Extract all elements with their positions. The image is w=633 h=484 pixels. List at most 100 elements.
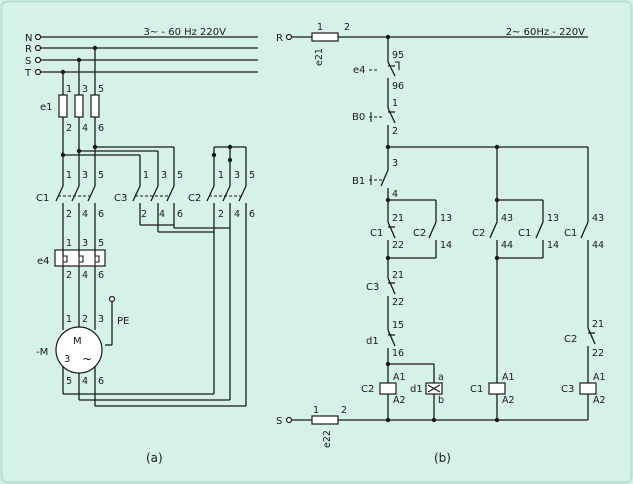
svg-text:2: 2 bbox=[341, 405, 347, 416]
svg-text:B0: B0 bbox=[352, 112, 365, 123]
svg-text:4: 4 bbox=[82, 123, 88, 134]
svg-text:5: 5 bbox=[177, 170, 183, 181]
svg-text:96: 96 bbox=[392, 81, 404, 92]
svg-text:5: 5 bbox=[98, 238, 104, 249]
svg-text:95: 95 bbox=[392, 50, 404, 61]
c1-no-contact: C1 13 14 bbox=[518, 212, 559, 258]
svg-text:6: 6 bbox=[249, 209, 255, 220]
svg-text:C1: C1 bbox=[518, 228, 531, 239]
svg-text:21: 21 bbox=[392, 270, 404, 281]
svg-text:44: 44 bbox=[592, 240, 604, 251]
svg-text:2: 2 bbox=[82, 314, 88, 325]
svg-text:C2: C2 bbox=[361, 384, 374, 395]
svg-text:44: 44 bbox=[501, 240, 513, 251]
svg-text:4: 4 bbox=[392, 189, 398, 200]
svg-text:6: 6 bbox=[98, 376, 104, 387]
svg-text:C2: C2 bbox=[413, 228, 426, 239]
svg-text:4: 4 bbox=[234, 209, 240, 220]
svg-text:14: 14 bbox=[440, 240, 452, 251]
svg-text:2: 2 bbox=[218, 209, 224, 220]
overload-contact-e4: e4 95 96 bbox=[353, 50, 404, 94]
svg-text:C1: C1 bbox=[470, 384, 483, 395]
svg-text:21: 21 bbox=[592, 319, 604, 330]
line-label-r: R bbox=[25, 44, 32, 55]
svg-text:2: 2 bbox=[141, 209, 147, 220]
svg-text:C1: C1 bbox=[370, 228, 383, 239]
svg-text:A2: A2 bbox=[502, 395, 515, 406]
c2-nc2-contact: C2 43 44 bbox=[472, 212, 513, 258]
overload-relay-e4: e4 1 3 5 2 4 6 bbox=[37, 238, 106, 281]
svg-text:22: 22 bbox=[592, 348, 604, 359]
svg-text:A1: A1 bbox=[502, 372, 515, 383]
svg-text:2: 2 bbox=[66, 123, 72, 134]
svg-text:C2: C2 bbox=[564, 334, 577, 345]
svg-text:21: 21 bbox=[392, 213, 404, 224]
svg-text:3: 3 bbox=[98, 314, 104, 325]
motor: -M M 3 ~ bbox=[36, 326, 103, 374]
svg-text:d1: d1 bbox=[410, 384, 423, 395]
contactor-c1-power: C1 1 3 5 2 4 6 bbox=[36, 170, 104, 250]
power-supply-label: 3~ - 60 Hz 220V bbox=[144, 27, 227, 38]
c2-nc3-contact: C2 21 22 bbox=[564, 318, 604, 383]
svg-text:C3: C3 bbox=[366, 282, 379, 293]
svg-text:1: 1 bbox=[313, 405, 319, 416]
line-label-s: S bbox=[25, 56, 31, 67]
svg-text:C3: C3 bbox=[114, 193, 127, 204]
c1-no2-contact: C1 43 44 bbox=[564, 212, 604, 318]
svg-text:C1: C1 bbox=[36, 193, 49, 204]
svg-text:B1: B1 bbox=[352, 176, 365, 187]
svg-text:6: 6 bbox=[98, 209, 104, 220]
rail-r-label: R bbox=[276, 33, 283, 44]
control-circuit: 2~ 60Hz - 220V R 1 2 e21 e4 95 96 bbox=[276, 22, 606, 465]
svg-text:2: 2 bbox=[344, 22, 350, 33]
pe-label: PE bbox=[117, 316, 129, 327]
rail-s-label: S bbox=[276, 416, 282, 427]
svg-text:1: 1 bbox=[392, 98, 398, 109]
svg-text:22: 22 bbox=[392, 297, 404, 308]
control-supply-label: 2~ 60Hz - 220V bbox=[506, 27, 585, 38]
svg-text:4: 4 bbox=[82, 376, 88, 387]
svg-text:5: 5 bbox=[249, 170, 255, 181]
c3-nc-contact: C3 21 22 bbox=[366, 268, 404, 318]
svg-text:4: 4 bbox=[159, 209, 165, 220]
svg-text:1: 1 bbox=[317, 22, 323, 33]
svg-text:e4: e4 bbox=[37, 256, 50, 267]
svg-text:5: 5 bbox=[98, 84, 104, 95]
svg-text:3: 3 bbox=[82, 170, 88, 181]
svg-text:16: 16 bbox=[392, 348, 404, 359]
d1-timed-contact: d1 15 16 bbox=[366, 318, 404, 364]
c2-no-contact: C2 13 14 bbox=[413, 212, 452, 258]
contactor-c2-power: C2 1 3 5 2 4 6 bbox=[188, 170, 255, 406]
svg-text:13: 13 bbox=[547, 213, 559, 224]
bus-lines: N R S T bbox=[24, 33, 258, 79]
stop-button-b0: B0 1 2 bbox=[352, 98, 398, 147]
svg-text:C2: C2 bbox=[188, 193, 201, 204]
svg-text:2: 2 bbox=[66, 270, 72, 281]
svg-text:-M: -M bbox=[36, 347, 48, 358]
svg-text:~: ~ bbox=[82, 352, 92, 366]
svg-text:1: 1 bbox=[66, 238, 72, 249]
svg-text:1: 1 bbox=[218, 170, 224, 181]
svg-text:43: 43 bbox=[592, 213, 604, 224]
svg-text:15: 15 bbox=[392, 320, 404, 331]
svg-text:C2: C2 bbox=[472, 228, 485, 239]
svg-text:M: M bbox=[73, 336, 82, 347]
svg-text:1: 1 bbox=[66, 84, 72, 95]
svg-text:d1: d1 bbox=[366, 336, 379, 347]
line-label-n: N bbox=[25, 33, 32, 44]
svg-text:1: 1 bbox=[143, 170, 149, 181]
svg-text:C3: C3 bbox=[561, 384, 574, 395]
line-label-t: T bbox=[24, 68, 32, 79]
caption-b: (b) bbox=[434, 451, 451, 465]
svg-text:2: 2 bbox=[66, 209, 72, 220]
svg-text:3: 3 bbox=[161, 170, 167, 181]
svg-text:b: b bbox=[438, 395, 444, 406]
contactor-c3-power: C3 1 3 5 2 4 6 bbox=[114, 170, 183, 232]
svg-text:C1: C1 bbox=[564, 228, 577, 239]
svg-text:6: 6 bbox=[98, 270, 104, 281]
svg-text:3: 3 bbox=[82, 84, 88, 95]
svg-text:1: 1 bbox=[66, 314, 72, 325]
svg-text:14: 14 bbox=[547, 240, 559, 251]
svg-text:A2: A2 bbox=[593, 395, 606, 406]
